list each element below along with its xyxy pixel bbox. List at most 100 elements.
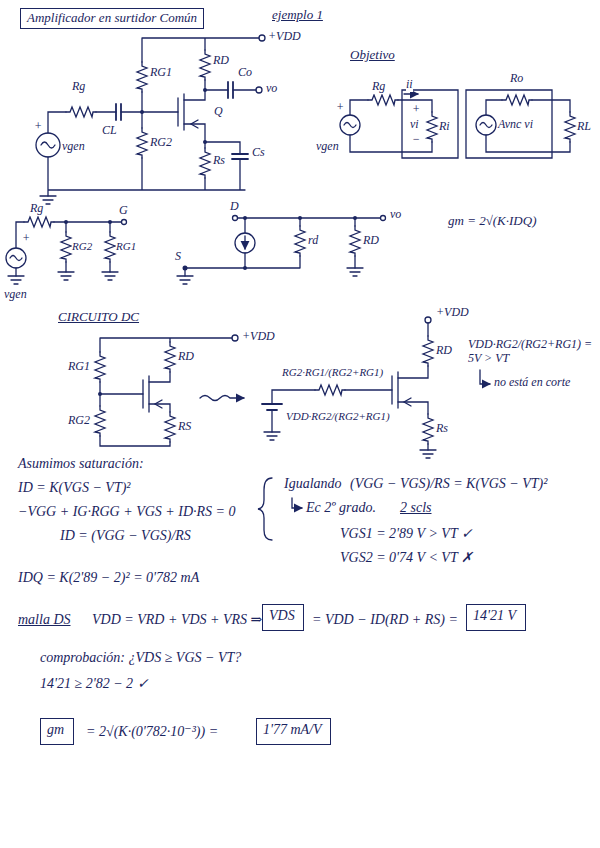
equation-text: (VGG − VGS)/RS = K(VGS − VT)² — [350, 476, 547, 492]
resistor-symbol — [427, 112, 437, 142]
resistor-symbol — [200, 50, 210, 80]
junction-dot — [98, 392, 102, 396]
circuit-label: RG1 — [116, 240, 136, 253]
ground-symbol — [102, 272, 118, 280]
equation-text: = 2√(K·(0'782·10⁻³)) = — [86, 724, 218, 740]
equation-text: ID = (VGG − VGS)/RS — [60, 528, 191, 544]
hook-arrow — [480, 370, 490, 384]
circuit-label: + — [34, 120, 42, 134]
equation-text: VGS1 = 2'89 V > VT ✓ — [340, 526, 473, 542]
circuit-label: Rs — [213, 154, 225, 168]
equation-text: malla DS — [18, 612, 71, 628]
hook-arrow — [292, 498, 302, 508]
circuit-label: vgen — [316, 140, 339, 154]
resistor-symbol — [368, 95, 398, 105]
ground-symbol — [8, 276, 24, 284]
circuit-label: rd — [308, 234, 318, 248]
junction-dot — [203, 140, 207, 144]
circuit-label: Rg — [372, 80, 385, 94]
boxed-result: gm — [40, 718, 74, 745]
resistor-symbol — [24, 217, 54, 227]
resistor-symbol — [295, 226, 305, 256]
junction-dot — [353, 216, 357, 220]
terminal — [256, 87, 262, 93]
junction-dot — [108, 220, 112, 224]
terminal — [425, 317, 431, 323]
resistor-symbol — [137, 128, 147, 158]
voltage-source — [6, 248, 26, 268]
circuit-label: RD — [436, 344, 452, 358]
terminal — [381, 216, 386, 221]
circuit-label: S — [175, 250, 181, 264]
ground-symbol — [58, 272, 74, 280]
circuit-label: CL — [102, 124, 117, 138]
circuit-label: RG2·RG1/(RG2+RG1) — [282, 366, 383, 379]
circuit-label: vo — [390, 208, 401, 222]
resistor-symbol — [66, 107, 96, 117]
circuit-label: Ri — [439, 120, 450, 134]
resistor-symbol — [165, 342, 175, 372]
resistor-symbol — [565, 112, 575, 142]
junction-dot — [140, 110, 144, 114]
resistor-symbol — [315, 385, 345, 395]
circuit-label: RG2 — [68, 414, 90, 428]
terminal — [233, 216, 238, 221]
junction-dot — [243, 266, 247, 270]
title-box: Amplificador en surtidor Común — [20, 8, 204, 29]
mosfet-symbol — [143, 376, 162, 412]
circuit-label: + — [22, 232, 30, 246]
equation-text: IDQ = K(2'89 − 2)² = 0'782 mA — [18, 570, 199, 586]
source-wave — [41, 142, 55, 148]
equation-text: −VGG + IG·RGG + VGS + ID·RS = 0 — [18, 504, 236, 520]
circuit-label: + — [336, 101, 344, 115]
circuit-label: D — [230, 200, 239, 214]
circuit-label: CIRCUITO DC — [58, 310, 139, 325]
source-wave — [480, 123, 492, 128]
mosfet-symbol — [392, 372, 411, 408]
battery-symbol — [262, 404, 282, 410]
circuit-label: RG1 — [68, 360, 90, 374]
resistor-symbol — [200, 148, 210, 178]
equation-text: Ec 2º grado. — [306, 500, 376, 516]
circuit-label: no está en corte — [494, 376, 578, 390]
model-box — [402, 90, 552, 158]
circuit-label: Rg — [30, 202, 43, 216]
circuit-label: +VDD — [242, 330, 275, 344]
circuit-label: vgen — [62, 140, 85, 154]
equation-text: = VDD − ID(RD + RS) = — [312, 612, 458, 628]
resistor-symbol — [165, 412, 175, 442]
circuit-label: vgen — [4, 288, 27, 302]
junction-dot — [298, 216, 302, 220]
circuit-label: RD — [363, 234, 379, 248]
wire — [48, 38, 259, 196]
circuit-label: Objetivo — [350, 48, 395, 63]
circuit-label: RD — [213, 54, 229, 68]
ground-symbol — [177, 276, 193, 284]
circuit-label: Cs — [252, 146, 265, 160]
junction-dot — [203, 88, 207, 92]
resistor-symbol — [105, 232, 115, 262]
resistor-symbol — [61, 232, 71, 262]
ground-symbol — [264, 432, 280, 440]
circuit-label: gm = 2√(K·IDQ) — [448, 214, 536, 229]
boxed-result: VDS — [262, 604, 304, 631]
equation-text: VDD = VRD + VDS + VRS ⇒ — [92, 612, 262, 628]
circuit-label: RG2 — [150, 136, 172, 150]
circuit-label: RG2 — [72, 240, 92, 253]
dependent-source — [476, 115, 496, 135]
circuit-label: Rs — [436, 422, 448, 436]
junction-dot — [183, 266, 188, 271]
circuit-label: + — [412, 103, 420, 117]
equation-text: VGS2 = 0'74 V < VT ✗ — [340, 550, 473, 566]
result-text: 1'77 mA/V — [263, 722, 324, 738]
circuit-label: VDD·RG2/(RG2+RG1) — [286, 410, 390, 423]
wire — [350, 100, 570, 152]
circuit-label: − — [412, 133, 420, 147]
circuit-label: RG1 — [150, 66, 172, 80]
circuit-label: +VDD — [268, 30, 301, 44]
resistor-symbol — [350, 226, 360, 256]
terminal — [232, 335, 238, 341]
squiggle-arrow — [200, 396, 244, 401]
result-text: VDS — [269, 608, 297, 624]
